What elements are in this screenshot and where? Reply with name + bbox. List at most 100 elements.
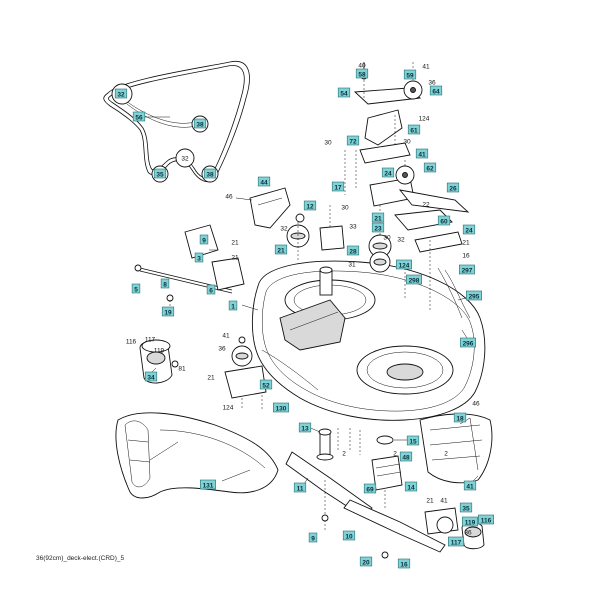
part-label-l-52: 52	[259, 379, 273, 390]
part-label-l-21f: 21	[207, 374, 215, 381]
part-label-box	[437, 215, 451, 226]
part-label-l-69: 69	[363, 483, 377, 494]
part-label-box	[359, 556, 373, 567]
part-number-text: 72	[349, 138, 357, 145]
pulley-36-bottom	[436, 516, 454, 534]
part-label-box	[200, 479, 217, 490]
part-number-text: 35	[462, 505, 470, 512]
mower-deck-housing	[251, 260, 486, 421]
spindle-blade-assembly	[285, 428, 446, 559]
part-number-text: 124	[223, 404, 234, 411]
part-number-text: 24	[384, 170, 392, 177]
part-label-l-41e: 41	[440, 497, 448, 504]
part-label-box	[381, 167, 395, 178]
part-label-box	[355, 68, 369, 79]
part-label-box	[161, 306, 175, 317]
part-label-l-41c: 41	[222, 332, 230, 339]
part-label-box	[423, 162, 437, 173]
part-number-text: 31	[348, 261, 356, 268]
part-number-text: 36	[464, 529, 472, 536]
part-label-l-44: 44	[257, 176, 271, 187]
part-number-text: 11	[297, 485, 304, 492]
part-label-l-15: 15	[406, 435, 420, 446]
part-label-l-32a: 32	[280, 225, 288, 232]
part-label-box	[144, 371, 158, 382]
part-number-text: 9	[311, 535, 315, 542]
part-number-text: 38	[196, 121, 204, 128]
part-label-l-117b: 117	[447, 536, 464, 547]
part-number-text: 24	[465, 227, 473, 234]
part-label-l-13: 13	[298, 422, 312, 433]
part-number-text: 18	[456, 415, 464, 422]
part-number-text: 2	[342, 450, 346, 457]
part-label-box	[206, 284, 216, 295]
part-label-box	[458, 264, 475, 275]
part-label-l-21c: 21	[274, 244, 288, 255]
part-label-l-64: 64	[429, 85, 443, 95]
part-label-l-124b: 124	[395, 259, 412, 270]
part-label-l-124c: 124	[223, 404, 234, 411]
part-number-text: 116	[481, 517, 492, 524]
part-number-text: 21	[231, 239, 239, 246]
part-label-box	[203, 168, 217, 179]
part-label-box	[415, 148, 429, 159]
part-number-text: 21	[231, 254, 239, 261]
part-label-l-35: 35	[459, 502, 473, 513]
part-number-text: 46	[225, 193, 233, 200]
part-number-text: 21	[462, 239, 470, 246]
part-number-text: 21	[207, 374, 215, 381]
part-number-text: 119	[465, 519, 476, 526]
part-label-box	[274, 244, 288, 255]
lift-rod-assembly	[134, 224, 245, 308]
part-label-l-131: 131	[200, 479, 217, 490]
part-number-text: 21	[277, 247, 285, 254]
discharge-chute-131	[115, 412, 279, 499]
part-number-text: 52	[262, 382, 270, 389]
part-label-l-117a: 117	[145, 336, 156, 343]
plate-6	[211, 257, 245, 291]
part-number-text: 21	[426, 497, 434, 504]
part-number-text: 60	[440, 218, 448, 225]
part-number-text: 22	[422, 201, 430, 208]
discharge-deflector	[279, 299, 346, 351]
part-label-box	[459, 502, 473, 513]
part-label-l-48: 48	[399, 451, 413, 462]
part-number-text: 26	[449, 185, 457, 192]
part-label-box	[407, 124, 421, 135]
part-label-l-21b: 21	[231, 239, 239, 246]
part-label-l-62: 62	[423, 162, 437, 173]
part-number-text: 116	[126, 338, 137, 345]
part-label-l-130: 130	[272, 402, 289, 413]
part-label-box	[228, 300, 238, 311]
part-number-text: 130	[276, 405, 287, 412]
part-number-text: 20	[362, 559, 370, 566]
part-label-box	[257, 176, 271, 187]
part-label-l-59: 59	[403, 69, 417, 79]
part-label-l-61: 61	[407, 124, 421, 135]
part-label-box	[298, 422, 312, 433]
part-number-text: 298	[409, 277, 420, 284]
part-number-text: 16	[400, 561, 408, 568]
part-label-box	[465, 290, 482, 301]
part-label-l-26: 26	[446, 182, 460, 192]
part-label-l-16: 16	[462, 252, 470, 259]
part-label-box	[404, 481, 418, 492]
part-label-l-21g: 21	[426, 497, 434, 504]
part-label-l-81: 81	[178, 365, 186, 372]
part-number-text: 58	[358, 71, 366, 78]
part-number-text: 9	[202, 237, 206, 244]
part-number-text: 41	[418, 151, 426, 158]
part-label-l-296: 296	[459, 337, 476, 348]
part-label-box	[462, 224, 476, 235]
part-number-text: 5	[134, 286, 138, 293]
part-number-text: 32	[397, 236, 405, 243]
part-label-l-24b: 24	[462, 224, 476, 235]
part-number-text: 41	[222, 332, 230, 339]
inset-pulley-32-center	[175, 148, 195, 168]
drawing-caption: 36(92cm)_deck-elect.(CRD)_5	[36, 555, 125, 562]
part-number-text: 119	[154, 347, 165, 354]
part-label-l-41a: 41	[422, 63, 430, 70]
part-label-l-28: 28	[346, 245, 360, 255]
part-label-l-12: 12	[303, 200, 317, 210]
